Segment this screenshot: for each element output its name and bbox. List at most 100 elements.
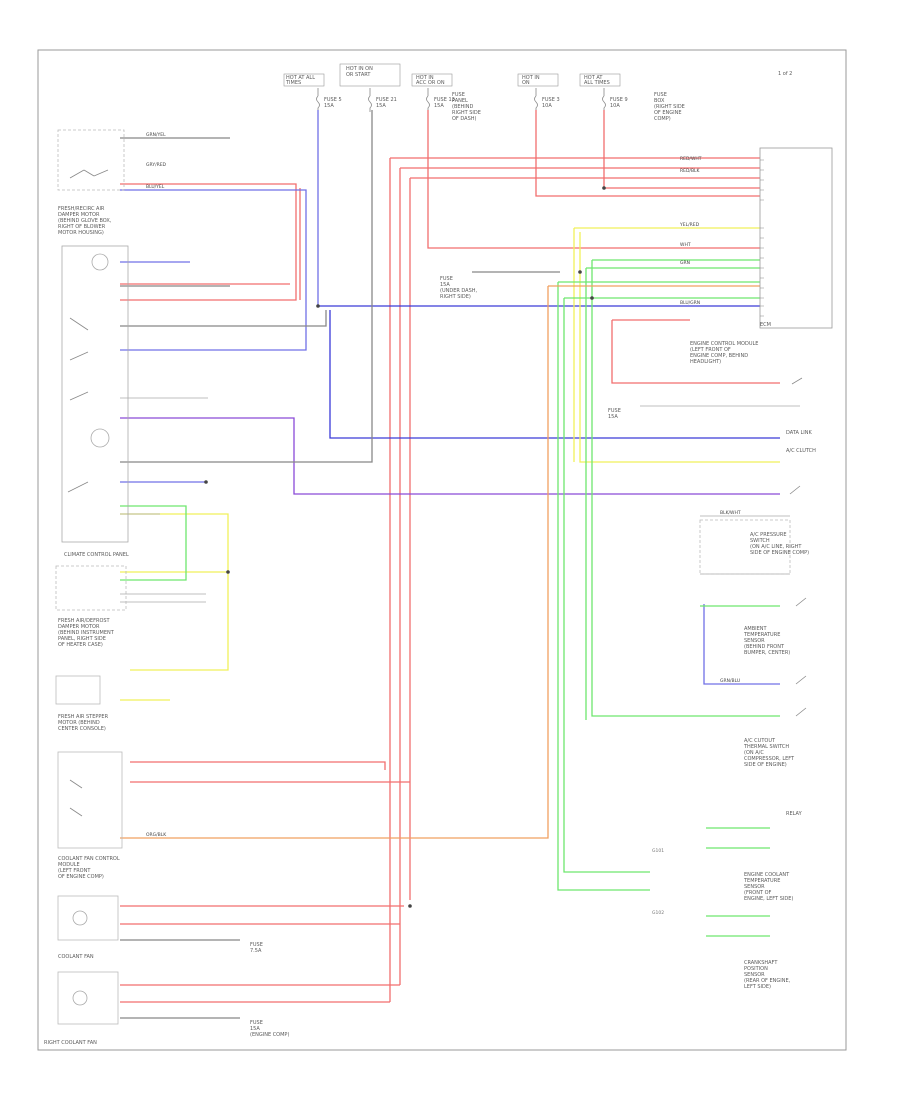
ambient-l5: BUMPER, CENTER) bbox=[744, 650, 790, 656]
ecm-label: ECM bbox=[760, 322, 771, 328]
fuse-box-note-1: FUSE bbox=[654, 92, 667, 98]
fuse-panel-note-2: PANEL bbox=[452, 98, 468, 104]
crank-l5: LEFT SIDE) bbox=[744, 984, 771, 990]
fresh-air-motor-l5: OF HEATER CASE) bbox=[58, 642, 103, 648]
crank-l4: (REAR OF ENGINE, bbox=[744, 978, 791, 984]
fuse-source-4-line1: HOT IN bbox=[522, 75, 540, 81]
pressure-switch-l1: A/C PRESSURE bbox=[750, 532, 786, 538]
fuse-box-note-4: OF ENGINE bbox=[654, 110, 682, 116]
fuse-box-note-5: COMP) bbox=[654, 116, 671, 122]
wire-purple-1 bbox=[120, 417, 780, 495]
wire-green-3 bbox=[591, 260, 780, 717]
crank-l2: POSITION bbox=[744, 966, 768, 972]
coolant-control-l3: (LEFT FRONT bbox=[58, 868, 91, 874]
wire-gray-2 bbox=[120, 310, 327, 327]
wire-code-1: GRN/YEL bbox=[146, 132, 166, 138]
ecm-note-l3: ENGINE COMP, BEHIND bbox=[690, 353, 748, 359]
cutout-l3: (ON A/C bbox=[744, 750, 764, 756]
fuse-source-3-line1: HOT IN bbox=[416, 75, 434, 81]
fuse-note-3-l2: 7.5A bbox=[250, 948, 262, 954]
wire-blue-2 bbox=[120, 189, 307, 351]
ecm-note-l1: ENGINE CONTROL MODULE bbox=[690, 341, 758, 347]
passenger-motor-l2: DAMPER MOTOR bbox=[58, 212, 100, 218]
stepper-l2: MOTOR (BEHIND bbox=[58, 720, 100, 726]
coolant-control-l1: COOLANT FAN CONTROL bbox=[58, 856, 120, 862]
wire-code-8: BLU/GRN bbox=[680, 300, 700, 306]
fuse-panel-note-4: RIGHT SIDE bbox=[452, 110, 481, 116]
right-coolant-fan-label: RIGHT COOLANT FAN bbox=[44, 1040, 97, 1046]
wire-red-2 bbox=[535, 110, 760, 197]
wire-code-11: GRN/BLU bbox=[720, 678, 740, 684]
pressure-switch-l2: SWITCH bbox=[750, 538, 770, 544]
fuse-source-1-line1: HOT AT ALL bbox=[286, 75, 315, 81]
fuse-1-amps: 15A bbox=[324, 103, 334, 109]
coolant-control-l4: OF ENGINE COMP) bbox=[58, 874, 104, 880]
splices bbox=[204, 186, 606, 908]
passenger-motor-l3: (BEHIND GLOVE BOX, bbox=[58, 218, 112, 224]
crank-l1: CRANKSHAFT bbox=[744, 960, 778, 966]
wire-green-7 bbox=[120, 505, 187, 581]
wire-orange-2 bbox=[120, 286, 549, 839]
fuse-1-name: FUSE 5 bbox=[324, 97, 342, 103]
ecm-module bbox=[759, 147, 833, 329]
wire-blue-6 bbox=[703, 604, 780, 685]
coolant-sensor-l5: ENGINE, LEFT SIDE) bbox=[744, 896, 793, 902]
fuse-sources: HOT AT ALL TIMES HOT IN ON OR START HOT … bbox=[283, 63, 685, 122]
fuse-panel-note-3: (BEHIND bbox=[452, 104, 474, 110]
fresh-air-motor-l4: PANEL, RIGHT SIDE bbox=[58, 636, 106, 642]
diagram-border bbox=[37, 49, 847, 1051]
coolant-sensor-l2: TEMPERATURE bbox=[743, 878, 780, 884]
wire-code-6: GRN bbox=[680, 260, 690, 266]
fuse-4-name: FUSE 3 bbox=[542, 97, 560, 103]
coolant-sensor-l1: ENGINE COOLANT bbox=[744, 872, 790, 878]
wire-code-5: RED/BLK bbox=[680, 168, 701, 174]
wire-red-3 bbox=[603, 110, 760, 189]
ambient-l4: (BEHIND FRONT bbox=[744, 644, 785, 650]
fuse-source-2-line2: OR START bbox=[346, 72, 371, 78]
fuse-note-4-l3: (ENGINE COMP) bbox=[250, 1032, 289, 1038]
wire-code-10: WHT bbox=[680, 242, 691, 248]
fresh-air-motor-l2: DAMPER MOTOR bbox=[58, 624, 100, 630]
ground-label-2: G102 bbox=[652, 910, 664, 916]
wire-codes: GRN/YEL GRY/RED BLU/YEL RED/WHT RED/BLK … bbox=[146, 132, 741, 838]
ground-label-1: G101 bbox=[652, 848, 664, 854]
passenger-motor-l5: MOTOR HOUSING) bbox=[58, 230, 104, 236]
fresh-air-motor-l1: FRESH AIR/DEFROST bbox=[58, 618, 111, 624]
misc-labels: DATA LINK A/C CLUTCH RELAY G101 G102 FUS… bbox=[250, 276, 816, 1038]
fuse-box-note-3: (RIGHT SIDE bbox=[654, 104, 685, 110]
left-components: FRESH/RECIRC AIR DAMPER MOTOR (BEHIND GL… bbox=[44, 129, 129, 1046]
cutout-l1: A/C CUTOUT bbox=[744, 738, 776, 744]
wire-code-9: BLK/WHT bbox=[720, 510, 741, 516]
ambient-l3: SENSOR bbox=[744, 638, 765, 644]
wire-code-7: YEL/RED bbox=[679, 222, 700, 228]
fuse-note-4-l1: FUSE bbox=[250, 1020, 263, 1026]
relay-label: RELAY bbox=[786, 811, 803, 817]
wire-green-5 bbox=[557, 282, 650, 891]
wire-code-12: ORG/BLK bbox=[146, 832, 167, 838]
ecm-pins bbox=[760, 159, 764, 317]
coolant-sensor-l4: (FRONT OF bbox=[744, 890, 772, 896]
coolant-control-l2: MODULE bbox=[58, 862, 80, 868]
cutout-l2: THERMAL SWITCH bbox=[743, 744, 789, 750]
wire-gray-1 bbox=[120, 110, 373, 463]
ecm-note-l2: (LEFT FRONT OF bbox=[690, 347, 731, 353]
fuse-5-name: FUSE 9 bbox=[610, 97, 628, 103]
fresh-air-motor-l3: (BEHIND INSTRUMENT bbox=[58, 630, 115, 636]
wire-red-1 bbox=[427, 110, 760, 249]
wire-code-3: BLU/YEL bbox=[146, 184, 165, 190]
passenger-motor-l1: FRESH/RECIRC AIR bbox=[58, 206, 105, 212]
fuse-box-note-2: BOX bbox=[654, 98, 665, 104]
ecm-note-l4: HEADLIGHT) bbox=[690, 359, 721, 365]
coolant-sensor-l3: SENSOR bbox=[744, 884, 765, 890]
fuse-note-3-l1: FUSE bbox=[250, 942, 263, 948]
fuse-2-amps: 15A bbox=[376, 103, 386, 109]
fuse-note-1-l4: RIGHT SIDE) bbox=[440, 294, 471, 300]
right-components: ENGINE CONTROL MODULE (LEFT FRONT OF ENG… bbox=[690, 322, 809, 990]
fuse-panel-note-1: FUSE bbox=[452, 92, 465, 98]
fuse-source-5-line2: ALL TIMES bbox=[584, 80, 610, 86]
wire-code-2: GRY/RED bbox=[146, 162, 167, 168]
pressure-switch-l4: SIDE OF ENGINE COMP) bbox=[750, 550, 809, 556]
fuse-note-1-l3: (UNDER DASH, bbox=[440, 288, 478, 294]
control-panel-label: CLIMATE CONTROL PANEL bbox=[64, 552, 129, 558]
fuse-source-3-line2: ACC OR ON bbox=[416, 80, 445, 86]
